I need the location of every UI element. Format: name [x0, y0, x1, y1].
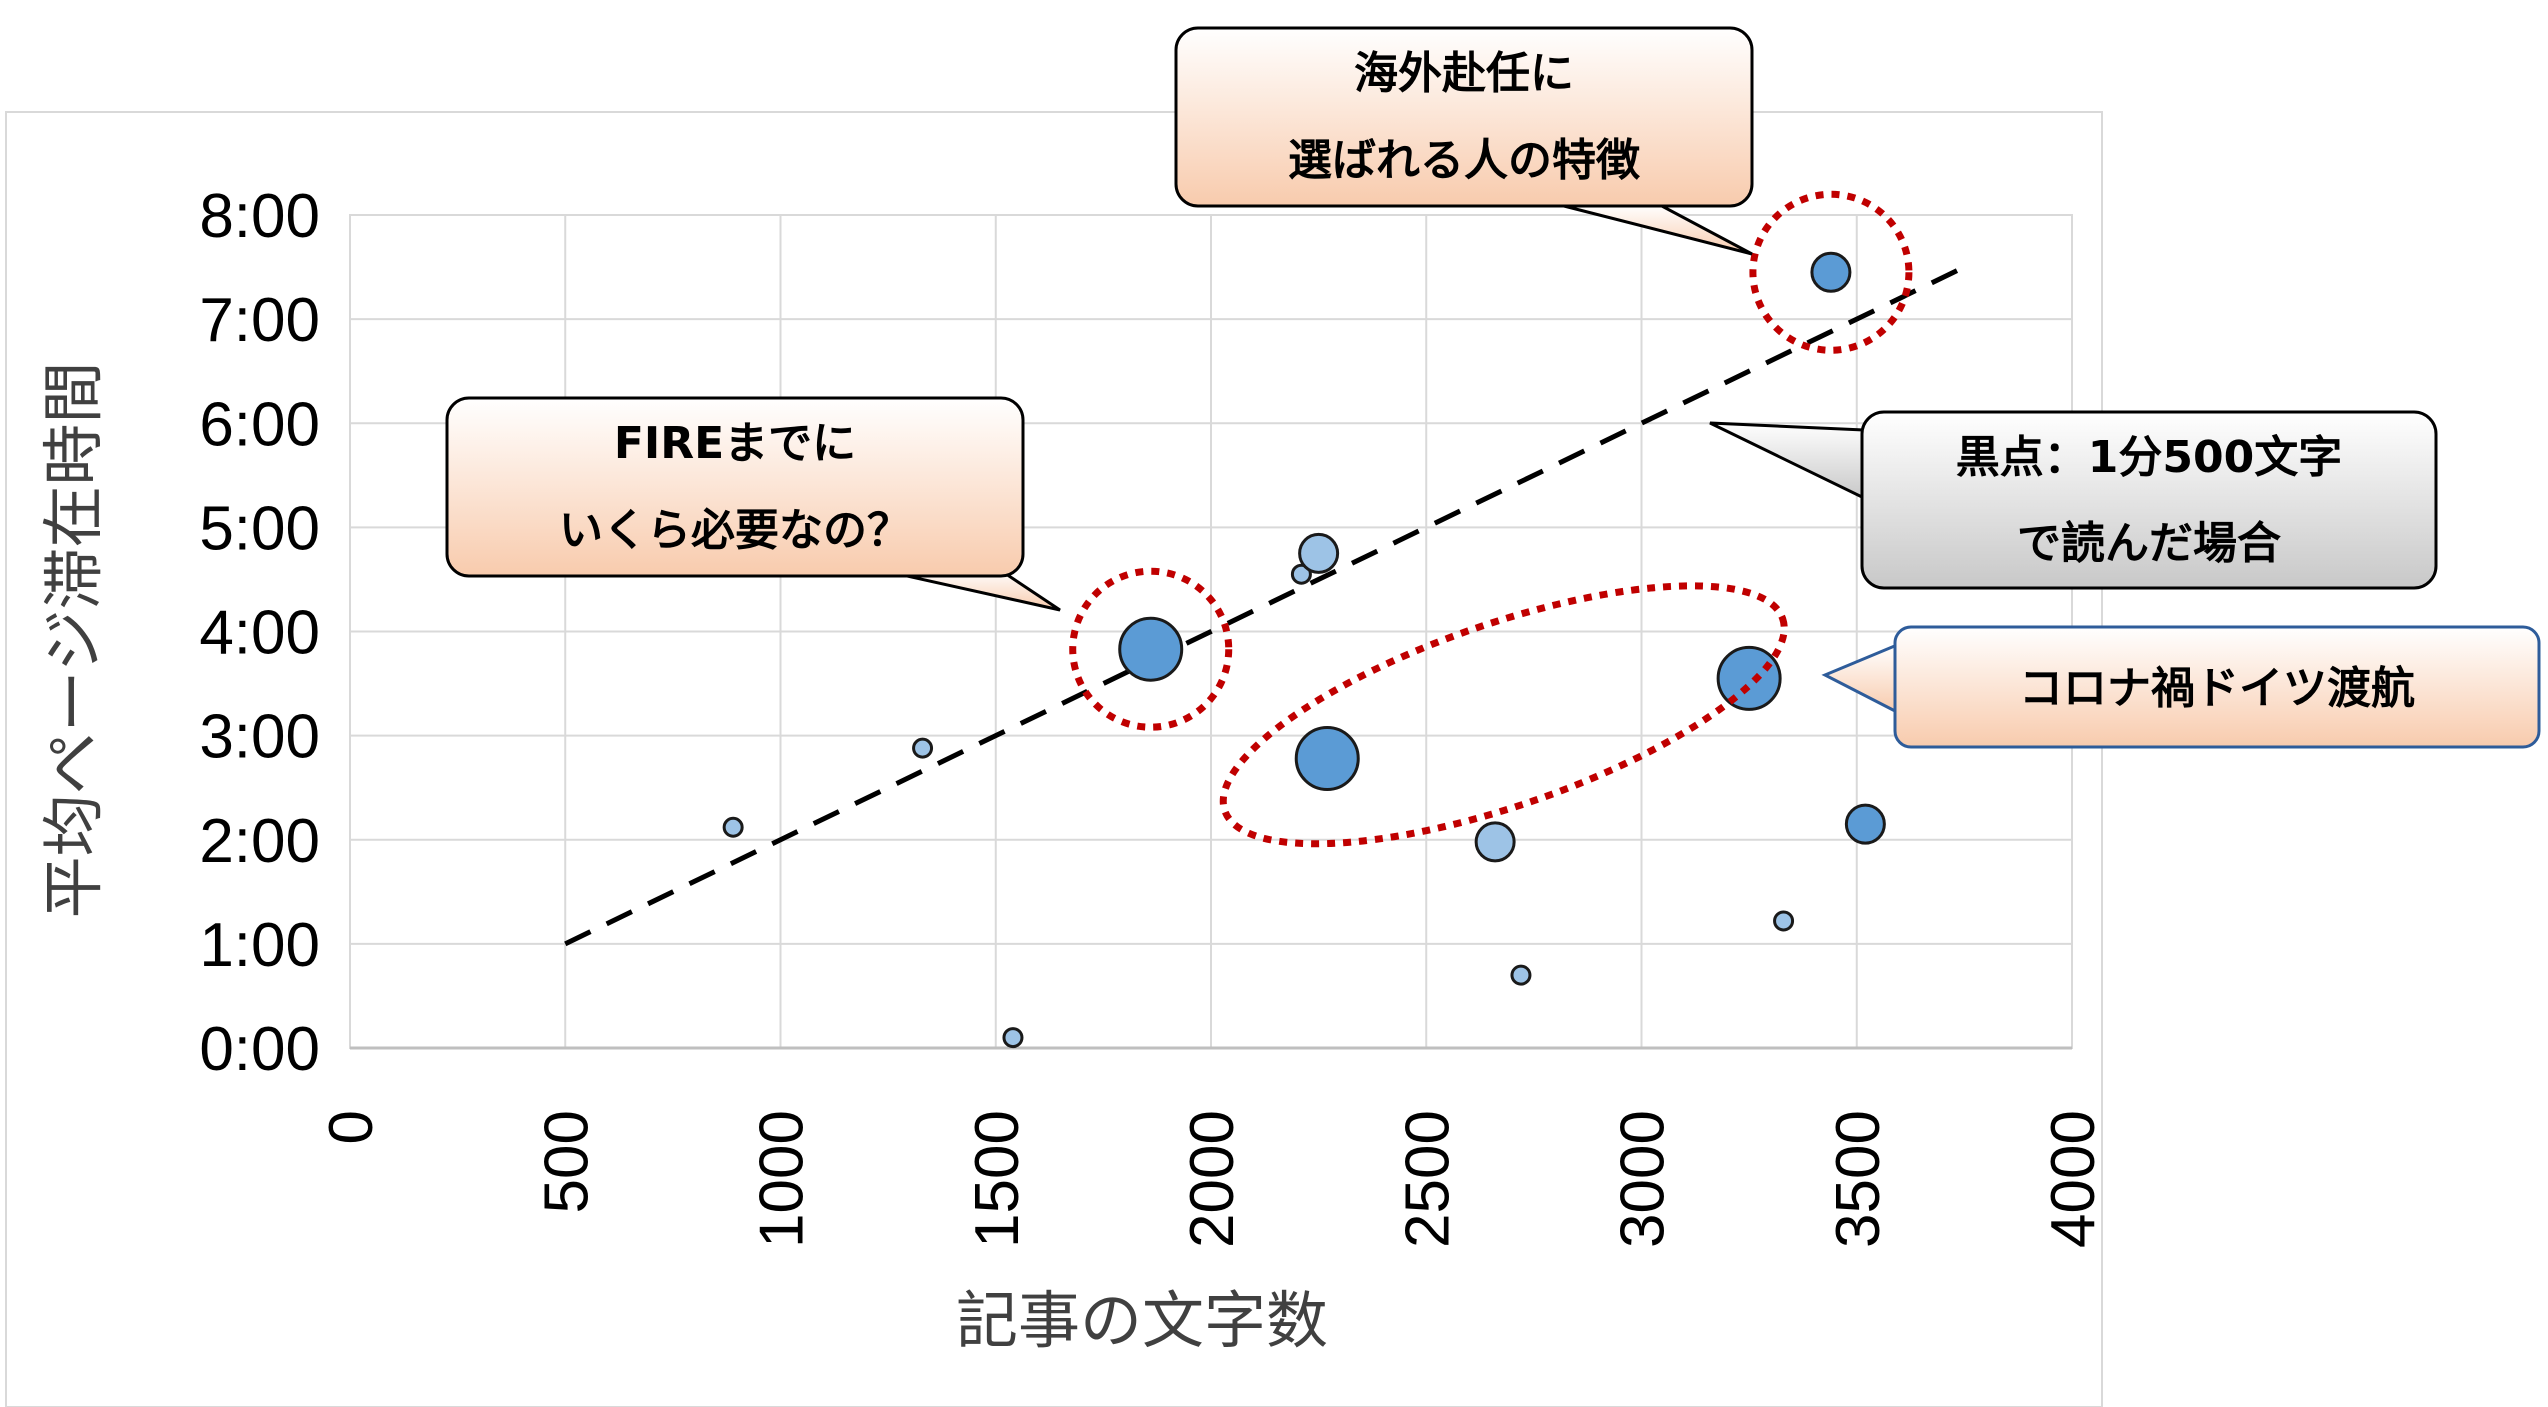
callout-overseas: 海外赴任に 選ばれる人の特徴: [1174, 26, 1754, 256]
callout-reading-speed-line-1: 黒点：1分500文字: [1956, 432, 2342, 483]
y-tick-label: 8:00: [199, 182, 320, 251]
y-tick-labels: 0:00 1:00 2:00 3:00 4:00 5:00 6:00 7:00 8:00: [199, 182, 320, 1084]
callout-corona-travel-box: [1893, 625, 2541, 749]
callout-fire: FIREまでに いくら必要なの？: [445, 396, 1061, 612]
x-tick-label: 1500: [963, 1110, 1032, 1248]
data-point: [1716, 645, 1782, 711]
y-tick-label: 4:00: [199, 599, 320, 668]
callout-overseas-line-1: 海外赴任に: [1354, 48, 1574, 99]
highlight-rings: [1069, 190, 1913, 848]
callout-overseas-line-2: 選ばれる人の特徴: [1288, 135, 1641, 186]
y-axis-title: 平均ページ滞在時間: [37, 362, 110, 919]
y-tick-label: 1:00: [199, 911, 320, 980]
callout-fire-line-1: FIREまでに: [614, 418, 856, 469]
callout-corona-travel: コロナ禍ドイツ渡航: [1821, 625, 2541, 749]
reference-line: [564, 260, 1975, 947]
data-point: [1294, 726, 1360, 792]
callout-fire-line-2: いくら必要なの？: [559, 505, 911, 556]
y-tick-label: 6:00: [199, 390, 320, 459]
data-point: [912, 737, 934, 759]
x-tick-label: 1000: [748, 1110, 817, 1248]
data-point: [1510, 964, 1532, 986]
callout-corona-travel-line-1: コロナ禍ドイツ渡航: [2019, 663, 2415, 714]
callout-overseas-box: [1174, 26, 1754, 208]
y-tick-label: 2:00: [199, 807, 320, 876]
callout-reading-speed: 黒点：1分500文字 で読んだ場合: [1709, 410, 2438, 590]
highlight-circle: [1749, 190, 1913, 354]
x-tick-label: 2500: [1393, 1110, 1462, 1248]
y-tick-label: 3:00: [199, 703, 320, 772]
data-point: [1474, 821, 1516, 863]
x-tick-label: 0: [317, 1110, 386, 1144]
bubble-points: [722, 251, 1886, 1049]
data-point: [1810, 251, 1852, 293]
x-tick-label: 3000: [1609, 1110, 1678, 1248]
callout-fire-box: [445, 396, 1025, 578]
x-tick-label: 500: [532, 1110, 601, 1213]
data-point: [1298, 532, 1340, 574]
y-tick-label: 5:00: [199, 494, 320, 563]
data-point: [1118, 616, 1184, 682]
x-tick-label: 4000: [2039, 1110, 2108, 1248]
y-tick-label: 0:00: [199, 1015, 320, 1084]
y-tick-label: 7:00: [199, 286, 320, 355]
data-point: [1002, 1027, 1024, 1049]
x-tick-labels: 0 500 1000 1500 2000 2500 3000 3500 4000: [317, 1110, 2108, 1248]
x-tick-label: 2000: [1178, 1110, 1247, 1248]
highlight-circle: [1069, 567, 1233, 731]
highlight-ellipse: [1219, 582, 1788, 848]
callout-reading-speed-box: [1860, 410, 2438, 590]
data-point: [1773, 910, 1795, 932]
data-point: [722, 816, 744, 838]
x-tick-label: 3500: [1824, 1110, 1893, 1248]
chart-frame: [5, 111, 2103, 1407]
data-point: [1844, 803, 1886, 845]
data-point: [1290, 563, 1312, 585]
x-axis-title: 記事の文字数: [956, 1284, 1328, 1357]
callout-reading-speed-line-2: で読んだ場合: [2017, 518, 2281, 569]
